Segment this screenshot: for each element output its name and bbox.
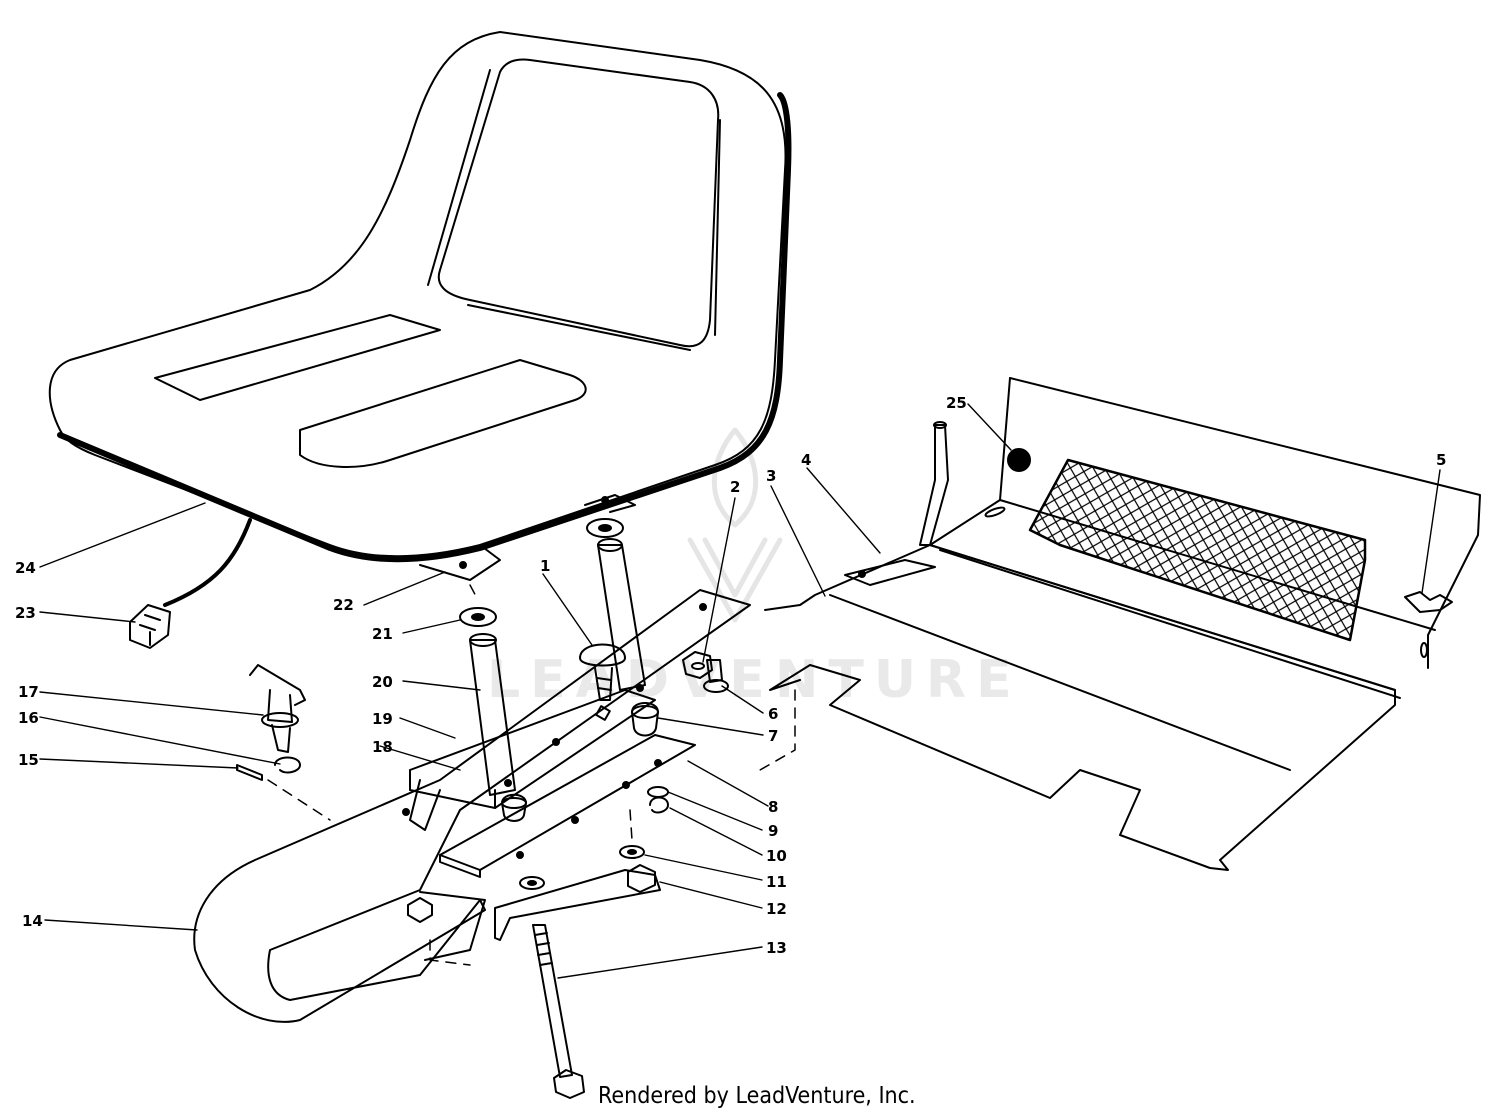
washer-11 [619, 845, 645, 859]
seat-cushion-pad-right [299, 359, 587, 468]
seat-bottom-edge [57, 92, 792, 563]
callout-19: 19 [372, 710, 393, 728]
lower-plate [439, 734, 696, 878]
long-bolt [532, 924, 585, 1099]
callout-2: 2 [730, 478, 740, 496]
bushing-lower [501, 793, 527, 822]
callout-23: 23 [15, 604, 36, 622]
watermark: LEADVENTURE [487, 427, 1022, 710]
callout-9: 9 [768, 822, 778, 840]
callout-17: 17 [18, 683, 39, 701]
callout-11: 11 [766, 873, 787, 891]
assembly-lines [267, 584, 796, 966]
callouts: 1 2 3 4 5 6 7 8 9 10 11 12 13 14 15 16 1… [15, 394, 1446, 957]
watermark-text: LEADVENTURE [487, 650, 1022, 710]
callout-12: 12 [766, 900, 787, 918]
seat-switch-wire [163, 518, 252, 607]
callout-18: 18 [372, 738, 393, 756]
callout-25: 25 [946, 394, 967, 412]
callout-14: 14 [22, 912, 43, 930]
cotter-pin-15 [236, 764, 263, 781]
flange-nut-2 [682, 651, 713, 679]
floor-pan-bracket-4 [844, 559, 936, 586]
callout-5: 5 [1436, 451, 1446, 469]
floor-pan-deck [764, 544, 1396, 871]
callout-24: 24 [15, 559, 36, 577]
grate-mesh [1030, 460, 1365, 640]
callout-1: 1 [540, 557, 550, 575]
callout-21: 21 [372, 625, 393, 643]
floor-lever [919, 424, 949, 546]
callout-6: 6 [768, 705, 778, 723]
switch-connector [129, 604, 171, 649]
decal-25 [1007, 448, 1031, 472]
leader-lines [39, 403, 1441, 979]
bolt-6 [703, 659, 729, 693]
seat-pivot-bracket [193, 589, 751, 1023]
seat-cushion-pad-left [154, 314, 441, 401]
adjust-lever [494, 864, 661, 941]
callout-10: 10 [766, 847, 787, 865]
seat-outline [48, 31, 787, 558]
washer-13 [519, 876, 545, 890]
carriage-bolt [579, 643, 626, 701]
callout-15: 15 [18, 751, 39, 769]
callout-13: 13 [766, 939, 787, 957]
lock-washer-9 [647, 786, 669, 798]
seat-back-panel-inner [427, 69, 721, 351]
washers-21 [459, 518, 624, 627]
callout-3: 3 [766, 467, 776, 485]
floor-pan [764, 377, 1481, 871]
render-credit: Rendered by LeadVenture, Inc. [598, 1083, 916, 1109]
hex-nut-frame [407, 897, 433, 923]
seat-back-panel [437, 58, 720, 348]
lock-washer-10 [649, 796, 669, 814]
bushing-7 [631, 702, 659, 737]
callout-4: 4 [801, 451, 811, 469]
t-handle-pin [249, 664, 306, 753]
callout-20: 20 [372, 673, 393, 691]
callout-7: 7 [768, 727, 778, 745]
seat-mount-tab-right [584, 494, 636, 513]
watermark-logo-icon [687, 427, 783, 623]
spring-clip-16 [274, 756, 301, 774]
seat [48, 31, 792, 607]
callout-8: 8 [768, 798, 778, 816]
callout-16: 16 [18, 709, 39, 727]
seat-bracket [193, 589, 751, 1023]
floor-pan-back-wall [1009, 377, 1481, 669]
callout-22: 22 [333, 596, 354, 614]
spacer-tubes [469, 538, 646, 796]
